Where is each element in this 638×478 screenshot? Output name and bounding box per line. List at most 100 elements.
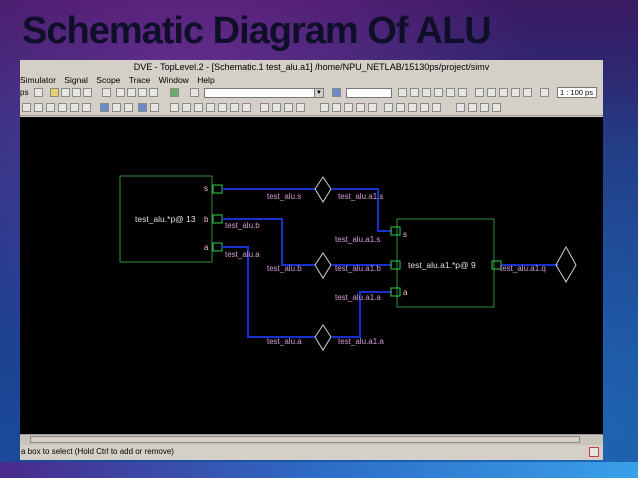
next-icon[interactable] <box>422 88 431 97</box>
wire-s-right[interactable] <box>332 188 392 232</box>
main-toolbar: ps ▼ 1 : 100 ps <box>20 86 603 100</box>
zoom-fit-icon[interactable] <box>511 88 520 97</box>
port-b-in[interactable] <box>390 260 401 270</box>
zoom-prev-icon[interactable] <box>420 103 429 112</box>
add-wave-icon[interactable] <box>260 103 269 112</box>
stop-icon[interactable] <box>434 88 443 97</box>
port-q-out[interactable] <box>491 260 502 270</box>
trace-icon[interactable] <box>206 103 215 112</box>
menu-scope[interactable]: Scope <box>96 75 121 85</box>
paste-icon[interactable] <box>138 88 147 97</box>
add-schematic-icon[interactable] <box>284 103 293 112</box>
wire-a-right[interactable] <box>332 291 392 338</box>
net-labels: test_alu.s test_alu.a1.s test_alu.b test… <box>225 192 546 346</box>
save-icon[interactable] <box>61 88 70 97</box>
port-a-out[interactable] <box>212 242 223 252</box>
wire-a-left[interactable] <box>222 246 315 338</box>
table-icon[interactable] <box>182 103 191 112</box>
buffer-s[interactable] <box>314 176 332 203</box>
signal-icon[interactable] <box>46 103 55 112</box>
menu-simulator[interactable]: Simulator <box>20 75 56 85</box>
time-scale-field[interactable]: 1 : 100 ps <box>557 87 597 98</box>
port-s-out[interactable] <box>212 184 223 194</box>
grid-icon[interactable] <box>170 103 179 112</box>
binoculars-icon[interactable] <box>190 88 199 97</box>
block-test-alu-a1[interactable] <box>396 218 495 308</box>
pin-label-s: s <box>204 184 208 193</box>
buffer-b[interactable] <box>314 252 332 279</box>
marker-icon[interactable] <box>540 88 549 97</box>
scrollbar-thumb[interactable] <box>30 436 580 443</box>
driver-icon[interactable] <box>218 103 227 112</box>
finish-icon[interactable] <box>458 88 467 97</box>
time-input[interactable] <box>346 88 392 98</box>
zoom-full-icon[interactable] <box>523 88 532 97</box>
menu-help[interactable]: Help <box>197 75 215 85</box>
list-icon[interactable] <box>70 103 79 112</box>
back-icon[interactable] <box>100 103 109 112</box>
dropdown-icon[interactable] <box>34 88 43 97</box>
zoom-area-icon[interactable] <box>396 103 405 112</box>
pin-label-a: a <box>204 243 209 252</box>
port-s-in[interactable] <box>390 226 401 236</box>
prev-page-icon[interactable] <box>456 103 465 112</box>
step-down-icon[interactable] <box>332 88 341 97</box>
buffer-a[interactable] <box>314 324 332 351</box>
copy-icon[interactable] <box>127 88 136 97</box>
horizontal-scrollbar[interactable] <box>20 434 603 445</box>
wave-icon[interactable] <box>58 103 67 112</box>
undo-icon[interactable] <box>102 88 111 97</box>
zoom-icon[interactable] <box>475 88 484 97</box>
wire-b-left[interactable] <box>222 218 315 266</box>
filter-icon[interactable] <box>124 103 133 112</box>
menu-signal[interactable]: Signal <box>64 75 88 85</box>
schematic-icon[interactable] <box>138 103 147 112</box>
expand-icon[interactable] <box>242 103 251 112</box>
block-test-alu[interactable] <box>119 175 213 263</box>
up-scope-icon[interactable] <box>34 103 43 112</box>
last-page-icon[interactable] <box>492 103 501 112</box>
close-icon[interactable] <box>296 103 305 112</box>
zoom-in-icon[interactable] <box>487 88 496 97</box>
menu-trace[interactable]: Trace <box>128 75 151 85</box>
port-a-in[interactable] <box>390 287 401 297</box>
status-alert-icon[interactable] <box>589 447 599 457</box>
zoom-next-icon[interactable] <box>432 103 441 112</box>
run-icon[interactable] <box>398 88 407 97</box>
zoom-out-icon[interactable] <box>499 88 508 97</box>
dve-window: DVE - TopLevel.2 - [Schematic.1 test_alu… <box>20 60 603 460</box>
source-icon[interactable] <box>82 103 91 112</box>
first-page-icon[interactable] <box>480 103 489 112</box>
path-icon[interactable] <box>150 103 159 112</box>
buffer-q[interactable] <box>555 245 577 283</box>
schematic-canvas[interactable]: test_alu.*p@ 13 s b a <box>20 117 603 434</box>
next-page-icon[interactable] <box>468 103 477 112</box>
menu-window[interactable]: Window <box>158 75 189 85</box>
find-icon[interactable] <box>170 88 179 97</box>
forward-icon[interactable] <box>112 103 121 112</box>
net-label: test_alu.b <box>225 221 260 230</box>
pin-label-s-in: s <box>403 230 407 239</box>
net-label: test_alu.s <box>267 192 301 201</box>
zoom-all-icon[interactable] <box>408 103 417 112</box>
print-icon[interactable] <box>83 88 92 97</box>
add-list-icon[interactable] <box>272 103 281 112</box>
save-as-icon[interactable] <box>72 88 81 97</box>
hierarchy-icon[interactable] <box>22 103 31 112</box>
magnify-out-icon[interactable] <box>356 103 365 112</box>
load-icon[interactable] <box>230 103 239 112</box>
pin-label-b: b <box>204 215 209 224</box>
search-combo[interactable]: ▼ <box>204 88 324 98</box>
open-folder-icon[interactable] <box>50 88 59 97</box>
select-pointer-icon[interactable] <box>320 103 329 112</box>
magnify-icon[interactable] <box>332 103 341 112</box>
memory-icon[interactable] <box>194 103 203 112</box>
step-icon[interactable] <box>410 88 419 97</box>
delete-icon[interactable] <box>149 88 158 97</box>
zoom-box-icon[interactable] <box>384 103 393 112</box>
restart-icon[interactable] <box>446 88 455 97</box>
magnify-in-icon[interactable] <box>344 103 353 112</box>
cut-icon[interactable] <box>116 88 125 97</box>
port-b-out[interactable] <box>212 214 223 224</box>
pan-icon[interactable] <box>368 103 377 112</box>
